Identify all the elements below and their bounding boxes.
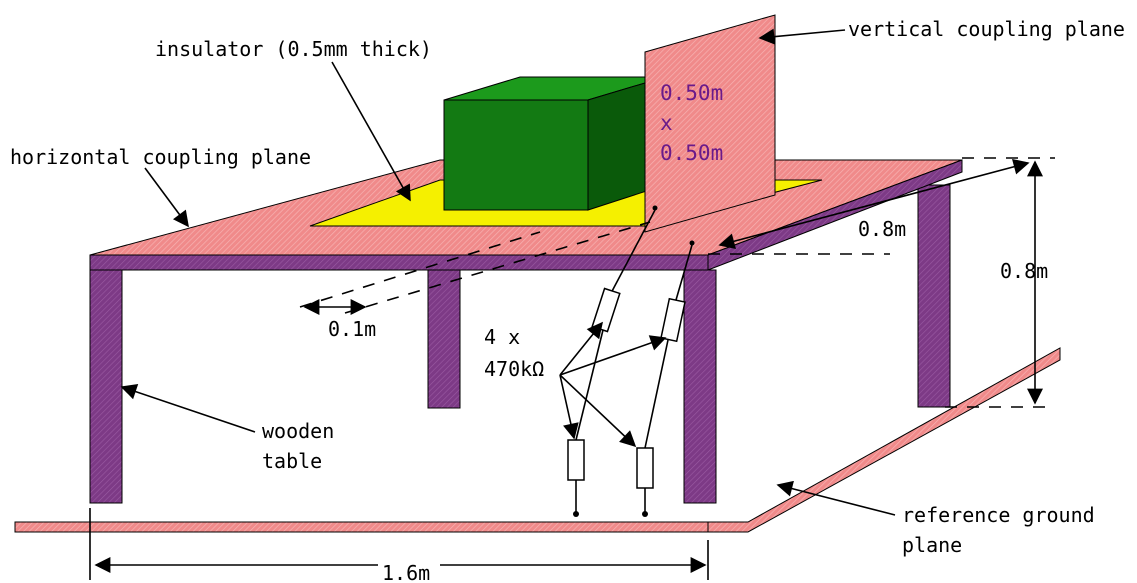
bleeder-resistors [567,205,695,517]
text-labels: vertical coupling plane insulator (0.5mm… [10,17,1125,583]
label-arrows [120,28,896,516]
vcp-size-line1: 0.50m [660,81,723,105]
dim-depth-line [718,158,1030,250]
vertical-coupling-plane-label: vertical coupling plane [848,17,1125,41]
wooden-table-label-2: table [262,449,322,473]
vcp-size-times: x [660,111,673,135]
wooden-table-label-1: wooden [262,419,334,443]
reference-ground-label-1: reference ground [902,503,1095,527]
resistor-callout-arrows [559,321,667,448]
reference-ground-label-2: plane [902,533,962,557]
table-leg-back-right [917,184,951,408]
resistor-value-label: 470kΩ [484,357,544,381]
dim-table-depth-label: 0.8m [858,217,906,241]
resistor-count-label: 4 x [484,325,520,349]
eut-box [443,76,666,211]
dim-table-width-label: 1.6m [382,561,430,583]
vcp-size-line2: 0.50m [660,141,723,165]
table-front-edge [89,254,709,271]
table-leg-front-left [89,269,123,504]
insulator-label: insulator (0.5mm thick) [155,37,432,61]
horizontal-coupling-plane-label: horizontal coupling plane [10,145,311,169]
dim-table-height-label: 0.8m [1000,259,1048,283]
table-leg-front-right [683,269,717,504]
dim-offset-label: 0.1m [328,317,376,341]
reference-ground-plane [14,347,1061,533]
table-leg-back-left [427,267,461,409]
dashed-lines [299,157,1055,408]
